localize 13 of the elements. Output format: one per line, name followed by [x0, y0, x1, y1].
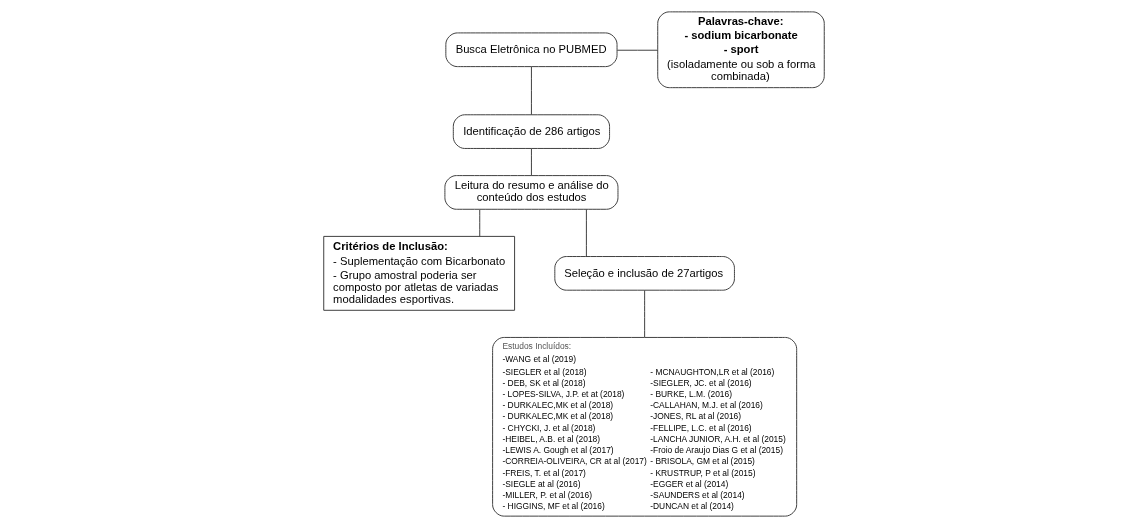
node-box: Busca Eletrônica no PUBMED — [444, 32, 617, 68]
node-box: Seleção e inclusão de 27artigos — [553, 256, 735, 291]
connector — [530, 148, 532, 177]
connector — [616, 49, 658, 51]
node-box: Palavras-chave: - sodium bicarbonate - sport (isoladamente ou sob a forma combinada) — [656, 11, 825, 89]
node-box: Critérios de Inclusão: - Suplementação com Bicarbonato - Grupo amostral poderia ser composto por atletas de variadas modalidades esportivas. — [322, 235, 515, 311]
node-box: Estudos Incluídos: -WANG et al (2019) -SIEGLER et al (2018) - MCNAUGHTON,LR et al (2016) - DEB, SK et al (2018) -SIEGLER, JC. et al (2016) - LOPES-SILVA, J.P. et at (2018) - BURKE, L.M. (2016) - DURKALEC,MK et al (2018) -CALLAHAN, M.J. et al (2016) - DURKALEC,MK et al (2018) -JONES, RL at al (2016) - CHYCKI, J. et al (2018) -FELLIPE, L.C. et al (2016) -HEIBEL, A.B. et al (2018) -LANCHA JUNIOR, A.H. et al (2015) -LEWIS A. Gough et al (2017) -Froio de Araujo Dias G et al (2015) -CORREIA-OLIVEIRA, CR at al (2017) - BRISOLA, GM et al (2015) -FREIS, T. et al (2017) - KRUSTRUP, P et al (2015) -SIEGLE at al (2016) -EGGER et al (2014) -MILLER, P. et al (2016) -SAUNDERS et al (2014) - HIGGINS, MF et al (2016) -DUNCAN et al (2014) — [491, 336, 797, 517]
connector — [478, 209, 480, 237]
connector — [643, 289, 645, 338]
node-box: Identificação de 286 artigos — [452, 114, 610, 149]
node-box: Leitura do resumo e análise do conteúdo dos estudos — [443, 175, 618, 210]
connector — [585, 209, 587, 257]
connector — [530, 66, 532, 116]
